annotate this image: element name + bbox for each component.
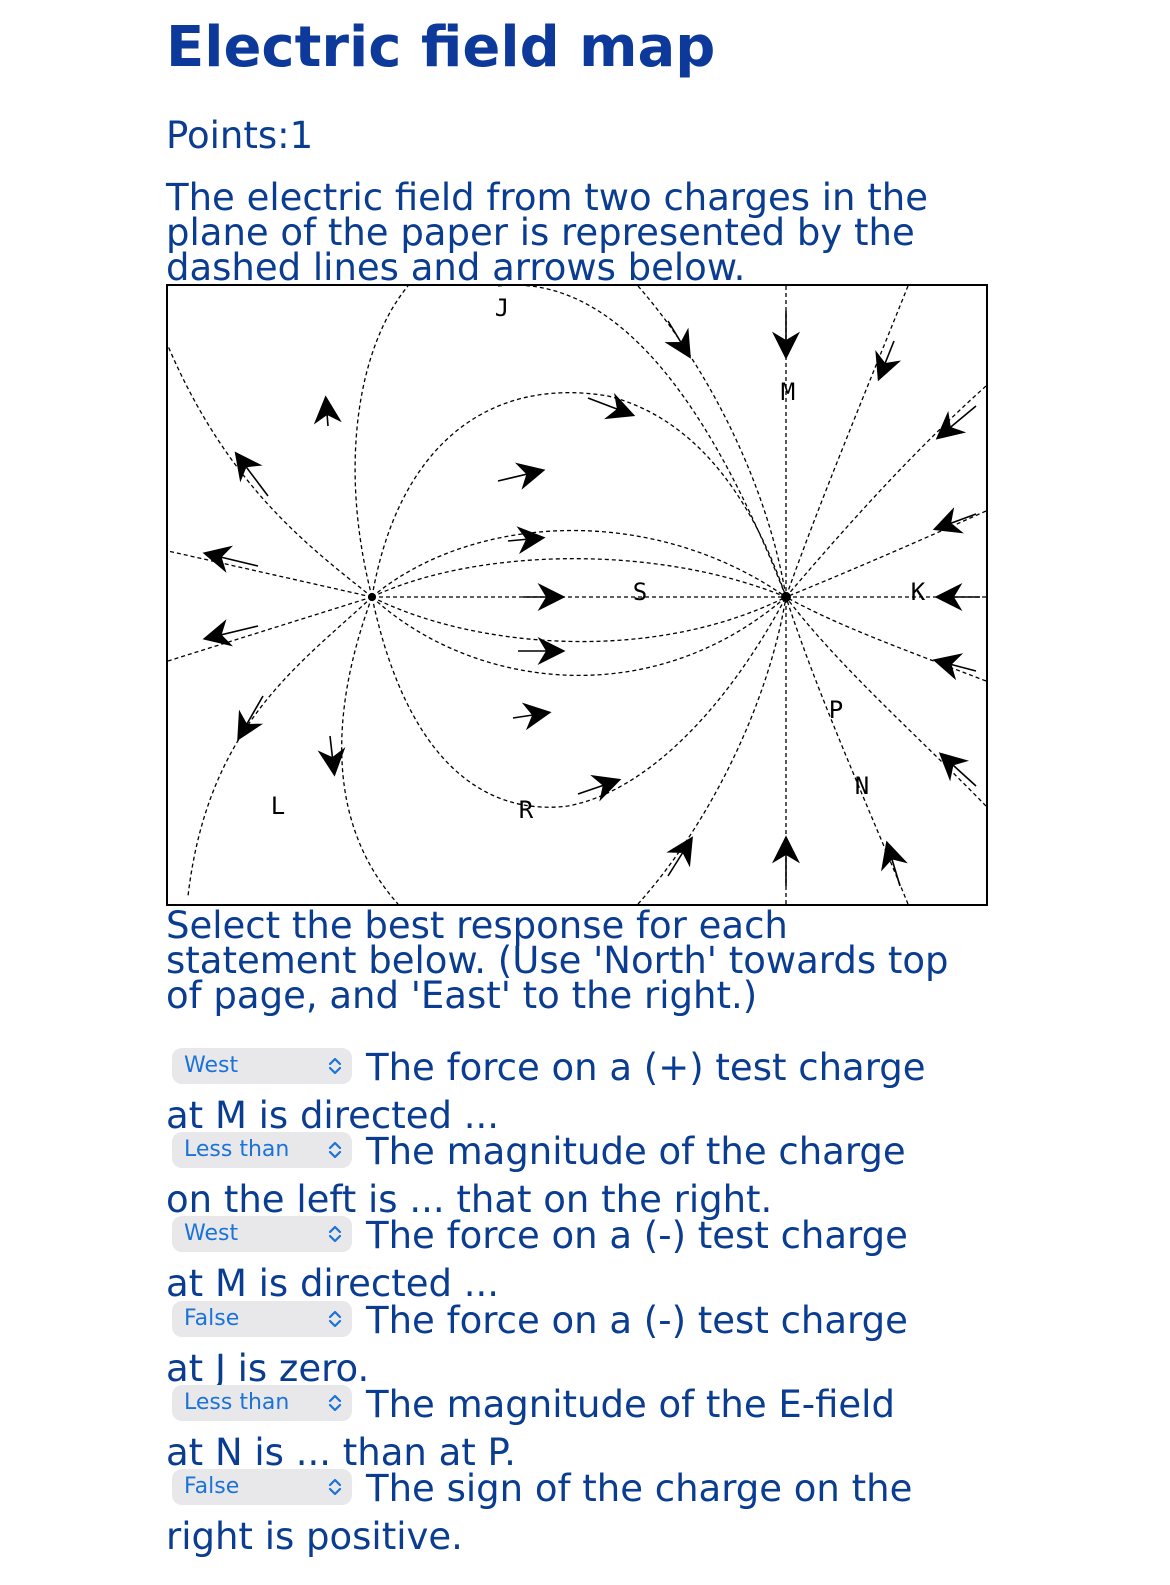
arrow-right-e1 xyxy=(932,507,977,534)
label-n: N xyxy=(855,772,869,800)
question-row: West The force on a (-) test charge at M … xyxy=(166,1212,966,1308)
arrow-left-n xyxy=(313,395,342,427)
label-j: J xyxy=(495,294,509,322)
question-row: False The sign of the charge on the right… xyxy=(166,1465,966,1561)
chevron-up-down-icon xyxy=(328,1225,342,1242)
page-title: Electric field map xyxy=(166,15,716,80)
answer-select[interactable]: Less than xyxy=(172,1384,352,1421)
right-charge xyxy=(781,592,791,602)
answer-select[interactable]: West xyxy=(172,1215,352,1252)
statement-text-cont: at N is ... than at P. xyxy=(166,1431,516,1474)
arrow-left-s xyxy=(237,695,264,741)
question-row: False The force on a (-) test charge at J… xyxy=(166,1297,966,1393)
answer-select[interactable]: Less than xyxy=(172,1131,352,1168)
arrow-left-nw xyxy=(234,451,269,497)
field-lines xyxy=(168,286,986,904)
answer-select-value: Less than xyxy=(184,1136,290,1162)
arrow-right-ne1 xyxy=(875,340,902,382)
arrow-mid-2 xyxy=(507,526,546,555)
answer-select-value: West xyxy=(184,1220,239,1246)
question-row: Less than The magnitude of the charge on … xyxy=(166,1128,966,1224)
left-charge xyxy=(368,593,376,601)
question-intro: The electric field from two charges in t… xyxy=(166,176,928,289)
instructions: Select the best response for each statem… xyxy=(166,904,949,1017)
answer-select-value: False xyxy=(184,1305,240,1331)
arrow-right-s1 xyxy=(881,840,908,887)
statement-text-cont: at J is zero. xyxy=(166,1347,370,1390)
label-k: K xyxy=(911,578,926,606)
label-p: P xyxy=(829,696,843,724)
chevron-up-down-icon xyxy=(328,1310,342,1327)
arrow-right-s2 xyxy=(666,836,693,877)
statement-text-cont: on the left is ... that on the right. xyxy=(166,1178,773,1221)
answer-select[interactable]: West xyxy=(172,1047,352,1084)
chevron-up-down-icon xyxy=(328,1057,342,1074)
label-l: L xyxy=(271,792,285,820)
electric-field-diagram: J M S K P N R L xyxy=(166,284,988,906)
arrow-right-ne2 xyxy=(935,405,977,440)
statement-text: The force on a (-) test charge xyxy=(366,1214,908,1257)
field-lines-svg: J M S K P N R L xyxy=(168,286,986,904)
answer-select[interactable]: False xyxy=(172,1468,352,1505)
arrow-left-ss xyxy=(317,735,346,777)
answer-select-value: False xyxy=(184,1473,240,1499)
arrow-right-se xyxy=(938,752,977,787)
statement-text: The magnitude of the E-field xyxy=(366,1383,895,1426)
arrow-right-n1 xyxy=(664,320,691,359)
points-label: Points:1 xyxy=(166,114,314,157)
statement-text: The force on a (+) test charge xyxy=(366,1046,926,1089)
arrow-top-arc xyxy=(587,392,636,420)
answer-select-value: West xyxy=(184,1052,239,1078)
chevron-up-down-icon xyxy=(328,1478,342,1495)
chevron-up-down-icon xyxy=(328,1141,342,1158)
label-m: M xyxy=(781,378,795,406)
arrow-right-e2 xyxy=(932,653,977,681)
statement-text-cont: at M is directed ... xyxy=(166,1262,500,1305)
question-row: Less than The magnitude of the E-field at… xyxy=(166,1381,966,1477)
arrow-left-w xyxy=(202,545,259,573)
arrow-left-sw xyxy=(202,619,259,647)
statement-text: The magnitude of the charge xyxy=(366,1130,906,1173)
arrow-mid-5 xyxy=(512,702,552,731)
arrow-bottom-arc xyxy=(577,775,622,802)
statement-text-cont: right is positive. xyxy=(166,1515,463,1558)
label-r: R xyxy=(519,796,534,824)
label-s: S xyxy=(633,578,647,606)
statement-text: The force on a (-) test charge xyxy=(366,1299,908,1342)
question-row: West The force on a (+) test charge at M … xyxy=(166,1044,966,1140)
answer-select[interactable]: False xyxy=(172,1300,352,1337)
arrow-mid-1 xyxy=(497,462,546,490)
field-arrows xyxy=(202,311,980,887)
chevron-up-down-icon xyxy=(328,1394,342,1411)
statement-text: The sign of the charge on the xyxy=(366,1467,913,1510)
statement-text-cont: at M is directed ... xyxy=(166,1094,500,1137)
answer-select-value: Less than xyxy=(184,1389,290,1415)
